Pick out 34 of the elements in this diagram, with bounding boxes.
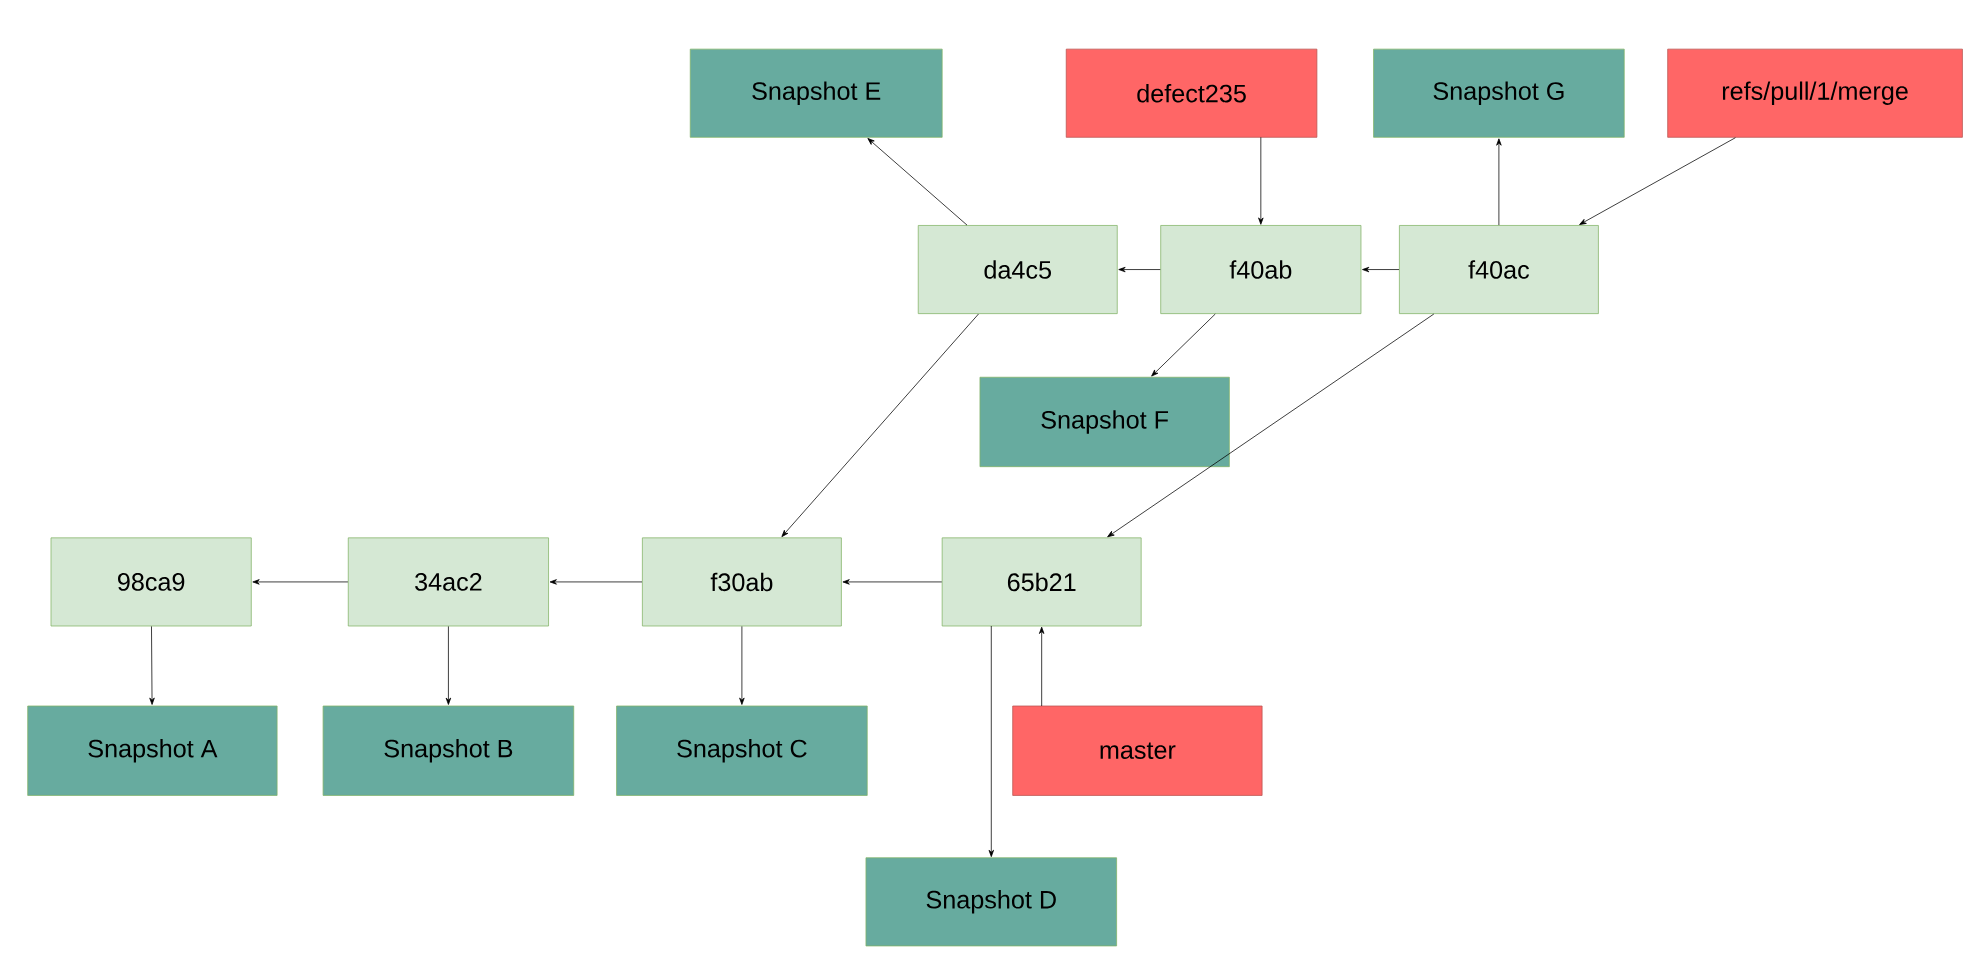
arrow bbox=[739, 626, 745, 706]
arrow bbox=[149, 626, 155, 706]
arrow bbox=[1107, 313, 1435, 538]
arrow bbox=[1496, 138, 1502, 226]
arrow bbox=[1579, 137, 1736, 226]
branch-label-box: defect235 bbox=[1065, 48, 1318, 138]
commit-box: da4c5 bbox=[917, 225, 1118, 315]
arrow bbox=[1039, 626, 1045, 707]
arrow bbox=[549, 579, 643, 585]
arrow bbox=[1118, 267, 1161, 273]
commit-box: 98ca9 bbox=[50, 537, 252, 627]
snapshot-box: Snapshot A bbox=[27, 705, 278, 796]
snapshot-box: Snapshot E bbox=[689, 48, 943, 138]
branch-label-box: refs/pull/1/merge bbox=[1667, 48, 1963, 138]
snapshot-box: Snapshot D bbox=[865, 857, 1117, 947]
commit-box: f30ab bbox=[642, 537, 842, 627]
arrow bbox=[252, 579, 349, 585]
commit-box: 34ac2 bbox=[347, 537, 549, 627]
branch-label-box: master bbox=[1012, 705, 1263, 796]
arrow bbox=[781, 313, 979, 538]
snapshot-box: Snapshot F bbox=[979, 377, 1230, 468]
commit-box: f40ab bbox=[1160, 225, 1362, 315]
arrow bbox=[867, 138, 968, 226]
snapshot-box: Snapshot B bbox=[322, 705, 575, 796]
arrow bbox=[445, 626, 452, 706]
arrow bbox=[1258, 137, 1264, 225]
arrow bbox=[1362, 267, 1400, 273]
arrow bbox=[842, 579, 943, 585]
snapshot-box: Snapshot C bbox=[616, 705, 868, 796]
commit-box: f40ac bbox=[1399, 225, 1599, 315]
snapshot-box: Snapshot G bbox=[1373, 48, 1625, 138]
arrow bbox=[988, 625, 994, 858]
arrow bbox=[1151, 313, 1216, 377]
commit-box: 65b21 bbox=[941, 537, 1142, 627]
